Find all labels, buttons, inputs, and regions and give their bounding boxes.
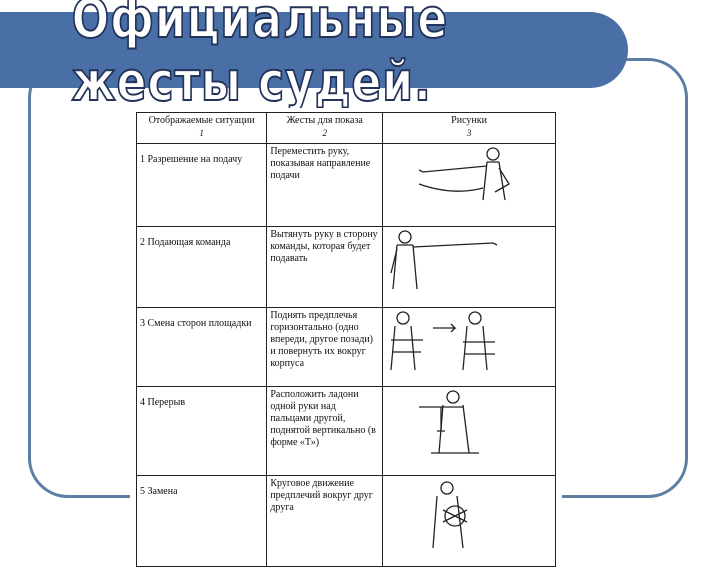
header-number: 2 [322, 128, 327, 138]
header-label: Отображаемые ситуации [148, 115, 255, 126]
time-out-figure [382, 386, 556, 476]
referee-drawing [418, 147, 511, 201]
situation-cell: 1 Разрешение на подачу [135, 143, 268, 227]
table-row: 5 Замена Круговое движение предплечий во… [135, 475, 556, 567]
referee-drawing [390, 230, 498, 290]
referee-drawing [419, 390, 480, 454]
gesture-cell: Вытянуть руку в сторону команды, которая… [266, 226, 384, 308]
referee-drawing [432, 481, 468, 549]
header-label: Жесты для показа [286, 115, 363, 126]
header-pictures: Рисунки 3 [382, 112, 556, 144]
gesture-cell: Переместить руку, показывая направление … [266, 143, 384, 227]
header-gestures: Жесты для показа 2 [266, 112, 384, 144]
situation-cell: 5 Замена [135, 475, 268, 567]
header-label: Рисунки [451, 115, 487, 126]
header-number: 3 [466, 128, 472, 138]
table-row: 3 Смена сторон площадки Поднять предплеч… [135, 307, 556, 387]
situation-cell: 3 Смена сторон площадки [135, 307, 268, 387]
change-courts-figure [382, 307, 556, 387]
gesture-cell: Расположить ладони одной руки над пальца… [266, 386, 384, 476]
serving-team-figure [382, 226, 556, 308]
serve-permission-figure [382, 143, 556, 227]
header-number: 1 [199, 128, 204, 138]
gesture-cell: Поднять предплечья горизонтально (одно в… [266, 307, 384, 387]
header-situations: Отображаемые ситуации 1 [135, 112, 268, 144]
situation-cell: 2 Подающая команда [135, 226, 268, 308]
scanned-document: Отображаемые ситуации 1 Жесты для показа 2… [130, 108, 562, 567]
table-row: 1 Разрешение на подачу Переместить руку,… [135, 143, 556, 227]
situation-cell: 4 Перерыв [135, 386, 268, 476]
table-header-row: Отображаемые ситуации 1 Жесты для показа 2… [135, 112, 556, 144]
referee-drawing [390, 311, 496, 371]
title-bar [0, 12, 628, 88]
table-row: 4 Перерыв Расположить ладони одной руки … [135, 386, 556, 476]
table-row: 2 Подающая команда Вытянуть руку в сторо… [135, 226, 556, 308]
substitution-figure [382, 475, 556, 567]
slide-title: Официальные жесты судей. [71, 0, 449, 114]
gestures-table: Отображаемые ситуации 1 Жесты для показа 2… [135, 112, 556, 567]
gesture-cell: Круговое движение предплечий вокруг друг… [266, 475, 384, 567]
